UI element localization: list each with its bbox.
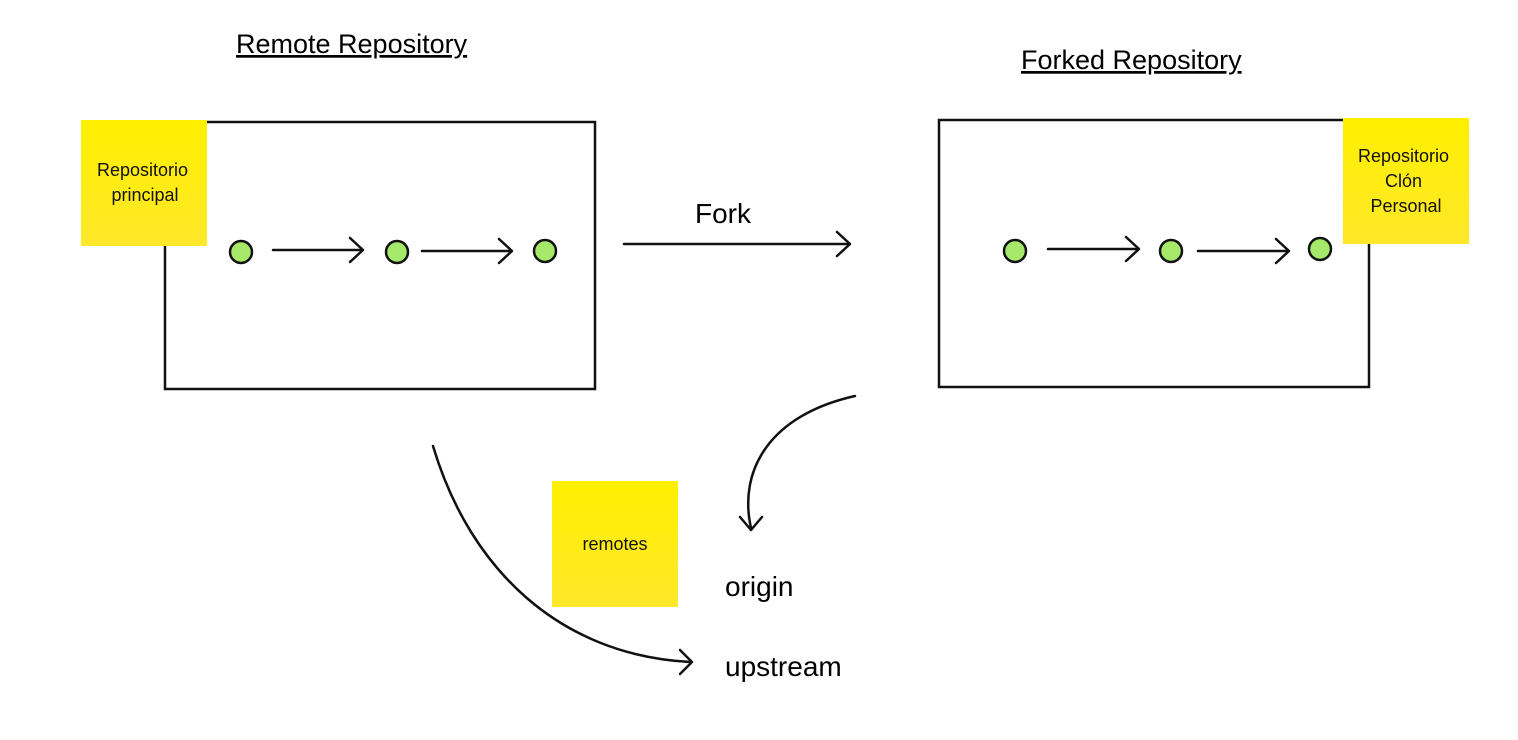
forked-commit-1: [1002, 238, 1028, 264]
sticky-note-main-repo: Repositorio principal: [81, 120, 207, 246]
remote-commit-3: [532, 238, 558, 264]
fork-label: Fork: [695, 198, 752, 229]
remote-repository-title: Remote Repository: [236, 29, 468, 59]
remote-repository-box: [163, 120, 597, 391]
forked-commit-2: [1158, 238, 1184, 264]
remote-commit-2: [384, 239, 410, 265]
forked-commit-3: [1307, 236, 1333, 262]
upstream-label: upstream: [725, 651, 842, 682]
forked-repository-box: [937, 118, 1371, 389]
origin-curved-arrow: [738, 394, 857, 532]
forked-repository-title: Forked Repository: [1021, 45, 1242, 75]
origin-label: origin: [725, 571, 793, 602]
sticky-note-remotes-text: remotes: [582, 534, 647, 554]
sticky-note-main-repo-line-1: Repositorio: [97, 160, 188, 180]
remote-commit-arrow-1: [271, 236, 365, 264]
upstream-curved-arrow: [431, 444, 694, 676]
sticky-note-remotes: remotes: [552, 481, 678, 607]
remote-commit-1: [228, 239, 254, 265]
sticky-note-personal-clone-line-2: Clón: [1385, 171, 1422, 191]
sticky-note-personal-clone: Repositorio Clón Personal: [1343, 118, 1469, 244]
sticky-note-main-repo-line-2: principal: [111, 185, 178, 205]
fork-arrow: [622, 230, 852, 258]
svg-text:Repositorio Clón P: Repositorio Clón Personal: [1358, 146, 1454, 216]
sticky-note-personal-clone-line-1: Repositorio: [1358, 146, 1449, 166]
forked-commit-arrow-1: [1046, 235, 1141, 263]
svg-text:Repositorio principal: Repositorio principal: [97, 160, 193, 205]
forked-commit-arrow-2: [1196, 237, 1291, 265]
remote-commit-arrow-2: [420, 237, 514, 265]
sticky-note-personal-clone-line-3: Personal: [1370, 196, 1441, 216]
